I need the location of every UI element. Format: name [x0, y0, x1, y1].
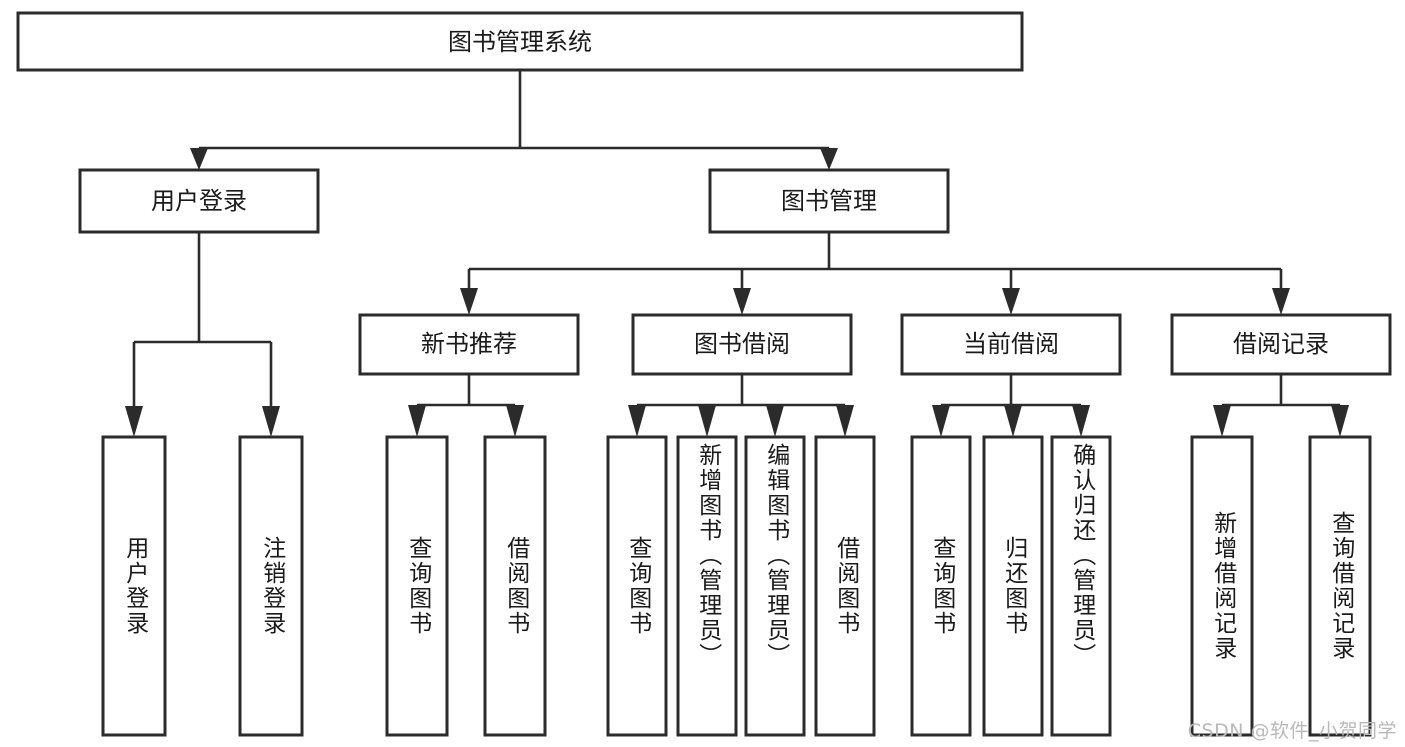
node-root-box[interactable] [16, 11, 1024, 72]
node-root-label: 图书管理系统 [448, 28, 592, 56]
node-user-logout-box[interactable] [238, 435, 304, 737]
node-edit-book-admin-box[interactable] [744, 435, 806, 737]
node-book-manage-box[interactable] [708, 168, 950, 234]
arrow-add-borrow-record [1213, 405, 1231, 437]
node-query-book-1-box[interactable] [385, 435, 449, 737]
node-add-book-admin-box[interactable] [676, 435, 738, 737]
arrow-confirm-return-admin [1072, 405, 1090, 437]
node-query-book-3-box[interactable] [910, 435, 972, 737]
arrow-book-borrow [733, 288, 751, 315]
arrow-return-book [1004, 405, 1022, 437]
arrow-current-borrow [1002, 288, 1020, 315]
arrow-query-book-2 [628, 405, 646, 437]
node-new-book-recommend[interactable]: 新书推荐 [358, 313, 580, 376]
arrow-edit-book-admin [766, 405, 784, 437]
csdn-watermark: CSDN @软件_小贺同学 [1187, 720, 1397, 742]
arrow-user-login-do [125, 406, 143, 437]
node-query-borrow-record-box[interactable] [1308, 435, 1372, 737]
node-borrow-book-2-box[interactable] [814, 435, 876, 737]
node-book-borrow[interactable]: 图书借阅 [631, 313, 853, 376]
arrow-borrow-book-1 [506, 405, 524, 437]
node-borrow-book-1-box[interactable] [483, 435, 547, 737]
node-layer: 图书管理系统 用户登录 图书管理 新书推荐 图书借阅 [16, 11, 1392, 737]
node-new-book-recommend-box[interactable] [358, 313, 580, 376]
arrow-query-book-3 [932, 405, 950, 437]
node-user-login-label: 用户登录 [151, 187, 247, 215]
arrow-query-borrow-record [1331, 405, 1349, 437]
arrow-borrow-record [1272, 288, 1290, 315]
node-borrow-record-label: 借阅记录 [1233, 330, 1329, 358]
node-book-manage-label: 图书管理 [781, 187, 877, 215]
node-borrow-record-box[interactable] [1170, 313, 1392, 376]
node-user-login[interactable]: 用户登录 [78, 168, 320, 234]
arrow-new-book-recommend [460, 288, 478, 315]
node-book-borrow-label: 图书借阅 [694, 330, 790, 358]
arrow-add-book-admin [698, 405, 716, 437]
node-book-borrow-box[interactable] [631, 313, 853, 376]
arrow-query-book-1 [408, 405, 426, 437]
node-book-manage[interactable]: 图书管理 [708, 168, 950, 234]
node-confirm-return-admin-box[interactable] [1050, 435, 1112, 737]
node-query-book-2-box[interactable] [606, 435, 668, 737]
node-borrow-record[interactable]: 借阅记录 [1170, 313, 1392, 376]
node-current-borrow-label: 当前借阅 [963, 330, 1059, 358]
arrow-user-login [190, 148, 208, 170]
node-root[interactable]: 图书管理系统 [16, 11, 1024, 72]
node-current-borrow-box[interactable] [900, 313, 1122, 376]
node-return-book-box[interactable] [982, 435, 1044, 737]
arrow-user-logout [262, 406, 280, 437]
node-add-borrow-record-box[interactable] [1190, 435, 1254, 737]
connector-layer [125, 70, 1349, 437]
node-new-book-recommend-label: 新书推荐 [421, 330, 517, 358]
node-user-login-box[interactable] [78, 168, 320, 234]
arrow-book-manage [820, 148, 838, 170]
node-current-borrow[interactable]: 当前借阅 [900, 313, 1122, 376]
arrow-borrow-book-2 [836, 405, 854, 437]
node-user-login-do-box[interactable] [101, 435, 167, 737]
